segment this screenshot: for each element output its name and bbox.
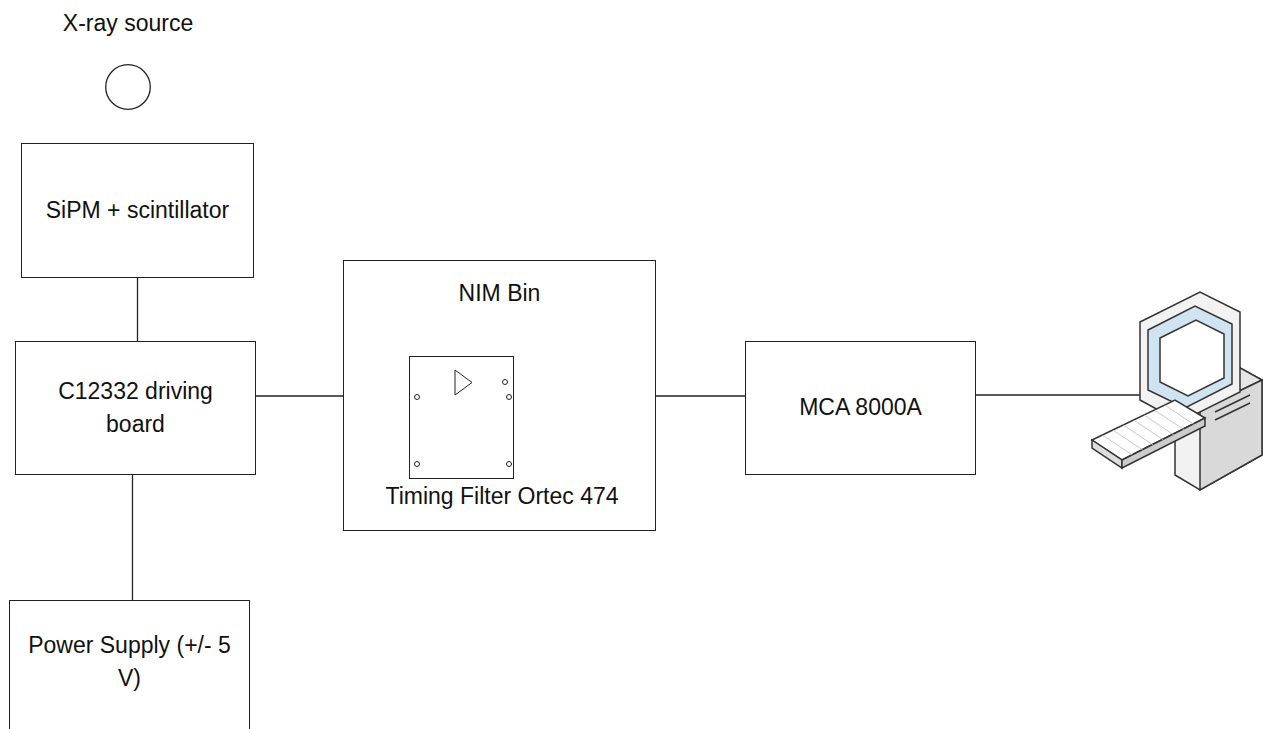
node-label: C12332 driving board: [16, 375, 255, 442]
node-label: NIM Bin: [344, 277, 655, 310]
keyboard-keys: [1102, 405, 1194, 455]
filter-module: Timing Filter Ortec 474: [409, 356, 514, 479]
computer-icon: [1092, 292, 1262, 490]
process-box: SiPM + scintillator: [21, 143, 254, 278]
source-circle: X-ray source: [105, 64, 151, 110]
process-box: C12332 driving board: [15, 341, 256, 475]
node-label: Power Supply (+/- 5 V): [10, 629, 249, 696]
key-stroke: [1113, 430, 1143, 450]
key-stroke: [1165, 405, 1195, 425]
power-box: Power Supply (+/- 5 V): [9, 600, 250, 729]
source-outline: [105, 64, 151, 110]
connector-line: [132, 475, 133, 600]
amplifier-symbol: [410, 357, 515, 480]
key-stroke: [1144, 415, 1174, 435]
node-label: X-ray source: [63, 7, 193, 40]
key-stroke: [1123, 425, 1153, 445]
key-stroke: [1134, 420, 1164, 440]
node-label: Timing Filter Ortec 474: [385, 480, 618, 513]
node-label: SiPM + scintillator: [36, 194, 239, 227]
process-box: MCA 8000A: [745, 341, 976, 475]
key-stroke: [1154, 410, 1184, 430]
computer-cable: [976, 394, 1140, 395]
connector-line: [137, 278, 138, 341]
node-label: MCA 8000A: [789, 391, 932, 424]
key-stroke: [1102, 435, 1132, 455]
nim-bin: NIM BinTiming Filter Ortec 474: [343, 260, 656, 531]
